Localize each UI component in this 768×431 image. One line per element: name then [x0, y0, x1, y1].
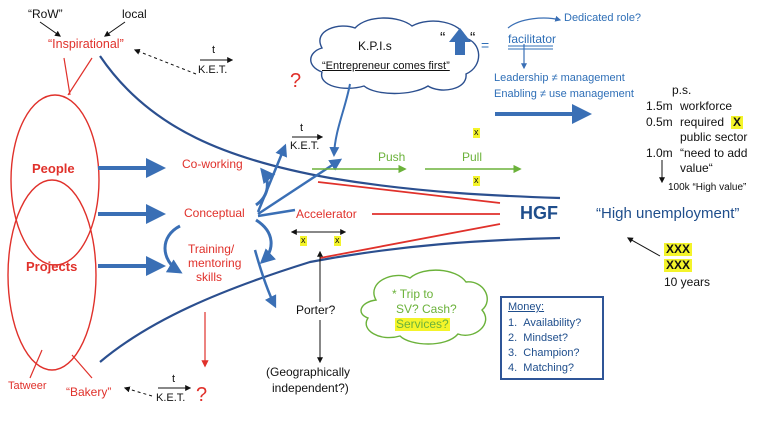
t-top-label: t [212, 44, 216, 56]
money-box: Money: 1. Availability? 2. Mindset? 3. C… [500, 296, 604, 380]
bakery-label: “Bakery” [66, 385, 112, 399]
stat1-number: 1.5m [646, 99, 673, 113]
cloud-label-3: Services? [395, 317, 450, 332]
kpi-cloud [310, 17, 480, 95]
cloud-label-2: SV? Cash? [396, 302, 457, 316]
geo-label-2: independent?) [272, 381, 349, 395]
money-title: Money: [508, 301, 545, 313]
push-label: Push [378, 150, 406, 164]
funnel-top-curve [99, 55, 561, 200]
stat3-number: 1.0m [646, 146, 673, 160]
facilitator-label: facilitator [508, 32, 557, 46]
stat3-text: “need to add [680, 146, 748, 160]
quote-open: “ [440, 30, 446, 47]
training-label-1: Training/ [188, 242, 235, 256]
x-marker-top: x [473, 127, 480, 138]
kpis-subtitle: “Entrepreneur comes first” [322, 60, 450, 72]
local-label: local [122, 7, 147, 21]
cloud-label-1: * Trip to [392, 287, 434, 301]
up-arrow-icon [449, 28, 471, 55]
conceptual-label: Conceptual [184, 206, 245, 220]
stat2-number: 0.5m [646, 115, 673, 129]
pull-label: Pull [462, 150, 483, 164]
accelerator-label: Accelerator [296, 207, 357, 221]
stat2-text: required [680, 115, 725, 129]
stat2-text-2: public sector [680, 130, 748, 144]
projects-ellipse [7, 179, 97, 371]
people-label: People [32, 161, 75, 176]
money-item-1: 1. Availability? [508, 317, 582, 329]
t-mid-label: t [300, 122, 304, 134]
training-label-2: mentoring [188, 256, 242, 270]
hgf-label: HGF [520, 203, 558, 223]
high-value-label: 100k “High value” [668, 182, 747, 193]
xxx-marker-1: XXX [664, 242, 693, 257]
ps-label: p.s. [672, 83, 692, 97]
stat2-x-marker: X [731, 115, 744, 130]
question-top: ? [290, 70, 302, 92]
equals-sign: = [481, 37, 490, 53]
people-ellipse [10, 94, 100, 266]
x-marker-left: x [300, 235, 307, 246]
geo-label-1: (Geographically [266, 365, 351, 379]
dedicated-role-label: Dedicated role? [564, 12, 642, 24]
ket-top-label: K.E.T. [198, 64, 228, 76]
x-marker-mid: x [473, 175, 480, 186]
quote-close: “ [470, 30, 476, 47]
xxx-marker-2: XXX [664, 258, 693, 273]
stat3-text-2: value“ [680, 161, 713, 175]
money-item-2: 2. Mindset? [508, 332, 568, 344]
porter-label: Porter? [296, 303, 336, 317]
tatweer-label: Tatweer [8, 380, 47, 392]
question-bot: ? [196, 384, 208, 406]
leadership-label: Leadership ≠ management [494, 72, 625, 84]
enabling-label: Enabling ≠ use management [494, 88, 634, 100]
t-bot-label: t [172, 373, 176, 385]
coworking-label: Co-working [182, 157, 243, 171]
services-cloud [360, 269, 488, 345]
money-item-4: 4. Matching? [508, 362, 575, 374]
money-item-3: 3. Champion? [508, 347, 580, 359]
x-marker-right: x [334, 235, 341, 246]
row-label: “RoW” [28, 7, 63, 21]
stat1-text: workforce [680, 99, 733, 113]
ten-years-label: 10 years [664, 275, 711, 289]
inspirational-label: “Inspirational” [48, 37, 124, 51]
funnel-bottom-curve [99, 236, 561, 363]
ket-mid-label: K.E.T. [290, 140, 320, 152]
projects-label: Projects [26, 259, 78, 274]
training-label-3: skills [196, 270, 222, 284]
ket-bot-label: K.E.T. [156, 392, 186, 404]
high-unemployment-label: “High unemployment” [596, 205, 740, 222]
kpis-title: K.P.I.s [358, 39, 392, 53]
